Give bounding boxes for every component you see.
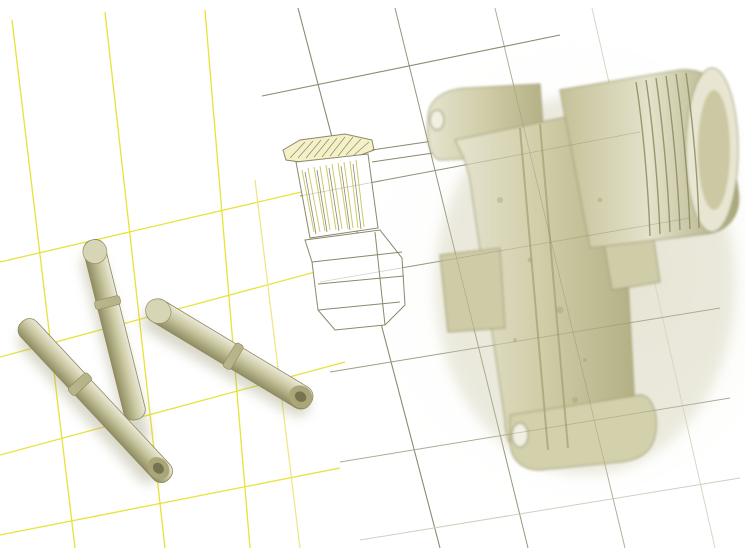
hex-fitting-sketch — [282, 133, 441, 331]
pin-right — [145, 298, 314, 410]
grid-overlay — [299, 7, 731, 549]
pin-left — [17, 318, 173, 484]
yellow-grid-line — [0, 467, 341, 536]
yellow-grid-line — [11, 19, 76, 549]
yellow-grid-line — [204, 9, 251, 549]
yellow-grid-line — [254, 179, 301, 549]
valve-body-photo — [427, 67, 740, 475]
gray-grid-line — [359, 477, 741, 541]
thread-ridges — [635, 72, 700, 237]
metal-pins — [17, 239, 314, 484]
pin-middle — [82, 239, 146, 421]
yellow-grid — [0, 9, 346, 549]
gray-grid-line — [261, 34, 561, 97]
